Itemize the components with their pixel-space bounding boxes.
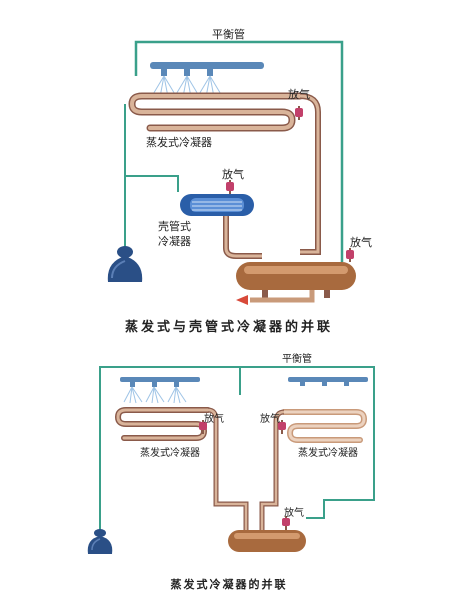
top-vent-valve-receiver xyxy=(346,248,354,262)
bottom-right-drain-highlight xyxy=(260,410,285,530)
top-spray-bar xyxy=(150,62,264,69)
bottom-left-spray-nozzles xyxy=(130,382,179,387)
bottom-vent-right-label: 放气 xyxy=(260,414,280,425)
bottom-diagram-drawing xyxy=(87,366,375,554)
bottom-balance-pipe xyxy=(99,366,375,530)
bottom-left-condenser-label: 蒸发式冷凝器 xyxy=(140,448,200,459)
top-spray-nozzles xyxy=(161,69,213,76)
top-shell-condenser-tube-lines xyxy=(192,201,242,211)
top-shell-condenser-label-line1: 壳管式 xyxy=(158,220,191,233)
top-vent-receiver-label: 放气 xyxy=(350,236,372,249)
top-diagram: 平衡管 放气 蒸发式冷凝器 放气 壳管式 冷凝器 放气 蒸发式与壳管式冷凝器的并… xyxy=(107,28,372,335)
top-receiver-leg-2 xyxy=(324,290,330,298)
bottom-caption: 蒸发式冷凝器的并联 xyxy=(170,578,288,591)
bottom-left-drain-pipe xyxy=(207,407,249,530)
top-coil-drain-pipe xyxy=(299,93,321,255)
top-receiver-leg xyxy=(262,290,268,298)
top-shell-drain-highlight xyxy=(224,216,262,258)
top-evap-condenser-label: 蒸发式冷凝器 xyxy=(146,136,212,149)
bottom-diagram: 平衡管 放气 放气 蒸发式冷凝器 蒸发式冷凝器 放气 蒸发式冷凝器的并联 xyxy=(0,340,458,596)
top-shell-condenser-label-line2: 冷凝器 xyxy=(158,235,191,248)
bottom-left-coil-highlight xyxy=(116,408,210,440)
top-balance-pipe-to-shell xyxy=(125,175,179,192)
bottom-right-coil-highlight xyxy=(282,410,366,442)
bottom-right-spray-nozzles xyxy=(300,382,349,386)
top-diagram-drawing xyxy=(107,40,356,305)
top-liquid-out-pipe xyxy=(250,290,315,303)
top-vent-valve-shell xyxy=(226,180,234,194)
bottom-left-drain-highlight xyxy=(207,408,248,530)
bottom-vent-valve-receiver xyxy=(282,516,290,530)
top-coil-drain-highlight xyxy=(299,94,320,254)
top-vent-coil-label: 放气 xyxy=(288,88,310,101)
top-vent-valve-coil xyxy=(295,106,303,120)
top-pump-icon xyxy=(107,246,143,282)
bottom-vent-receiver-label: 放气 xyxy=(284,508,304,519)
bottom-vent-left-label: 放气 xyxy=(204,414,224,425)
top-liquid-out-arrow xyxy=(236,295,248,305)
top-vent-shell-label: 放气 xyxy=(222,168,244,181)
top-caption: 蒸发式与壳管式冷凝器的并联 xyxy=(124,320,333,335)
bottom-left-spray-bar xyxy=(120,377,200,382)
bottom-right-spray-bar xyxy=(288,377,368,382)
bottom-balance-pipe-label: 平衡管 xyxy=(282,354,312,365)
bottom-vent-valve-right xyxy=(278,420,286,434)
top-evap-coil-highlight xyxy=(129,94,302,130)
bottom-pump-icon xyxy=(87,529,113,554)
bottom-left-spray-mist xyxy=(123,386,187,404)
top-balance-pipe-label: 平衡管 xyxy=(212,28,245,41)
top-shell-drain-pipe xyxy=(223,216,262,259)
bottom-vent-valve-left xyxy=(199,420,207,434)
top-spray-mist xyxy=(151,75,223,98)
bottom-receiver-highlight xyxy=(234,533,300,539)
bottom-right-condenser-label: 蒸发式冷凝器 xyxy=(298,448,358,459)
top-balance-pipe xyxy=(134,40,344,262)
top-receiver-highlight xyxy=(244,266,348,274)
